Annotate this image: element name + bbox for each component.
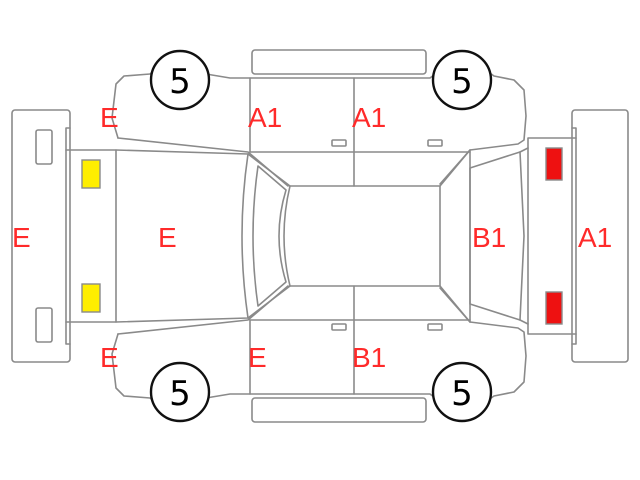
left-rear-door-handle bbox=[427, 139, 443, 147]
right-front-door-handle bbox=[331, 323, 347, 331]
tire-front-left: 5 bbox=[149, 49, 211, 111]
rear-bumper bbox=[571, 109, 629, 363]
grade-hood: E bbox=[158, 222, 177, 253]
right-rear-door-handle bbox=[427, 323, 443, 331]
tire-front-left-value: 5 bbox=[169, 62, 191, 102]
rear-panel bbox=[527, 137, 577, 335]
grade-front-bumper: E bbox=[12, 222, 31, 253]
tire-rear-right: 5 bbox=[431, 361, 493, 423]
tire-front-right-value: 5 bbox=[169, 374, 191, 414]
rear-window bbox=[469, 151, 525, 321]
grade-rear-right-door: B1 bbox=[352, 342, 386, 373]
grade-front-right-door: E bbox=[248, 342, 267, 373]
grade-front-left-fender: E bbox=[100, 102, 119, 133]
tail-light-bottom bbox=[545, 291, 563, 325]
headlight-top bbox=[81, 159, 101, 189]
tire-rear-right-value: 5 bbox=[451, 374, 473, 414]
top-view-body bbox=[115, 147, 529, 325]
tire-rear-left: 5 bbox=[431, 49, 493, 111]
left-roof-rail bbox=[251, 49, 427, 75]
windshield bbox=[252, 165, 287, 307]
grade-trunk-lid: B1 bbox=[472, 222, 506, 253]
grade-front-left-door: A1 bbox=[248, 102, 282, 133]
left-side-body bbox=[111, 61, 527, 187]
headlight-bottom bbox=[81, 283, 101, 313]
grade-rear-left-door: A1 bbox=[352, 102, 386, 133]
tail-light-top bbox=[545, 147, 563, 181]
tire-front-right: 5 bbox=[149, 361, 211, 423]
grade-rear-bumper: A1 bbox=[578, 222, 612, 253]
front-bumper bbox=[11, 109, 71, 363]
tire-rear-left-value: 5 bbox=[451, 62, 473, 102]
left-front-door-handle bbox=[331, 139, 347, 147]
front-fog-lamp-bottom bbox=[35, 307, 53, 343]
front-panel bbox=[65, 149, 117, 323]
front-fog-lamp-top bbox=[35, 129, 53, 165]
right-roof-rail bbox=[251, 397, 427, 423]
grade-front-right-fender: E bbox=[100, 342, 119, 373]
